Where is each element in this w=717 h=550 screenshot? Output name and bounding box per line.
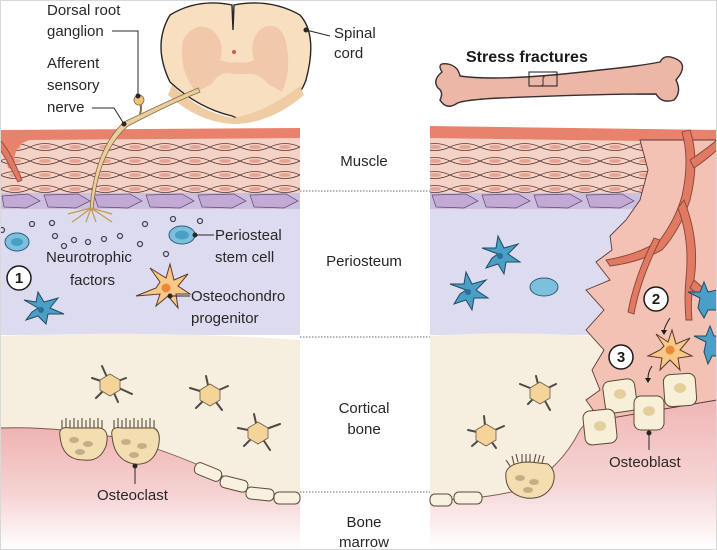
step-marker-2-text: 2 (652, 291, 660, 308)
osteoclast-right (505, 453, 555, 499)
osteocyte-cell (475, 423, 497, 447)
left-panel: Spinal cord Dorsal root ganglion Afferen… (0, 2, 376, 550)
layer-label-periosteum: Periosteum (326, 253, 402, 270)
layer-label-cortical-bone-line1: Cortical (339, 400, 390, 417)
stress-fractures-title: Stress fractures (466, 49, 588, 66)
neurotrophic-factor-dots (0, 215, 204, 258)
osteocyte-cell (99, 373, 121, 397)
layer-label-muscle: Muscle (340, 153, 388, 170)
dorsal-root-ganglion-label-line2: ganglion (47, 23, 104, 40)
fracture-box (528, 71, 558, 87)
blue-star-cell-right-4 (693, 324, 717, 366)
spinal-cord (160, 2, 312, 124)
osteochondro-progenitor-label-line2: progenitor (191, 310, 259, 327)
femur-bone-illustration (435, 55, 684, 107)
afferent-nerve-label-line1: Afferent (47, 55, 100, 72)
neurotrophic-factors-label-line1: Neurotrophic (46, 249, 132, 266)
bone-marrow-right (430, 392, 717, 550)
spinal-cord-label-line1: Spinal (334, 25, 376, 42)
osteoclasts-left (59, 418, 160, 465)
blue-star-cell-left (23, 290, 65, 326)
right-panel: Stress fractures ʃ (429, 49, 717, 550)
bone-lining-cells-right (429, 491, 483, 507)
muscle-band-right (430, 126, 717, 142)
muscle-layer-left (0, 133, 300, 193)
periosteum-cells-right (431, 193, 635, 209)
layer-label-bone-marrow-line2: marrow (339, 534, 389, 550)
periosteal-stem-cell-right (529, 277, 559, 297)
layer-label-cortical-bone-line2: bone (347, 421, 380, 438)
afferent-nerve-label-line3: nerve (47, 99, 85, 116)
step-marker-2 (643, 286, 669, 312)
osteochondro-progenitor-label-line1: Osteochondro (191, 288, 285, 305)
muscle-vessel-left (0, 139, 23, 183)
nerve-endings (67, 207, 113, 223)
fracture-glyph: ʃ (541, 76, 545, 87)
osteocyte-cell (199, 383, 221, 407)
dorsal-root-ganglion-label-line1: Dorsal root (47, 2, 121, 19)
layer-label-bone-marrow-line1: Bone (346, 514, 381, 531)
muscle-band-left (0, 128, 300, 170)
osteocyte-cell (247, 421, 269, 445)
bone-lining-cells-left (193, 462, 301, 505)
osteocyte-cell (529, 381, 551, 405)
step-marker-3-text: 3 (617, 349, 625, 366)
neurotrophic-factors-label-line2: factors (70, 272, 115, 289)
afferent-nerve-label-line2: sensory (47, 77, 100, 94)
layer-labels-column: Muscle Periosteum Cortical bone Bone mar… (300, 153, 430, 550)
step-marker-3 (608, 344, 634, 370)
blue-star-cell-right-3 (687, 280, 717, 320)
spinal-cord-label-line2: cord (334, 45, 363, 62)
periosteum-cells-left (1, 193, 299, 209)
step-marker-1 (6, 265, 32, 291)
step-marker-1-text: 1 (15, 270, 23, 287)
periosteal-stem-cell-label-line1: Periosteal (215, 227, 282, 244)
periosteal-stem-cell-label-line2: stem cell (215, 249, 274, 266)
osteoclast-label-left: Osteoclast (97, 487, 169, 504)
osteoblast-label: Osteoblast (609, 454, 682, 471)
